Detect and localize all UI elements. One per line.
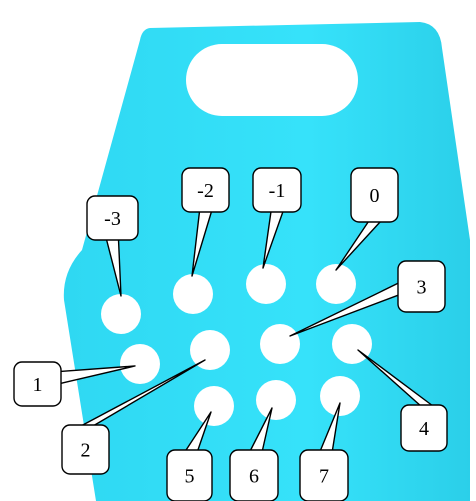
hole-p6	[256, 380, 296, 420]
callout-label: -1	[269, 180, 286, 202]
handle-slot	[186, 44, 358, 116]
hole-m1	[246, 264, 286, 304]
callout-label: 6	[249, 466, 259, 488]
hole-p1	[120, 344, 160, 384]
callout-label: 0	[370, 185, 380, 207]
hole-p7	[320, 376, 360, 416]
callout-label: 5	[185, 466, 195, 488]
hole-m2	[173, 274, 213, 314]
callout-label: -2	[197, 180, 214, 202]
callout-label: -3	[104, 208, 121, 230]
hole-p3	[260, 324, 300, 364]
hole-m3	[101, 294, 141, 334]
hole-p5	[194, 386, 234, 426]
callout-label: 1	[33, 374, 43, 396]
callout-label: 2	[81, 440, 91, 462]
callout-label: 4	[419, 418, 429, 440]
callout-label: 3	[417, 277, 427, 299]
callout-label: 7	[319, 466, 329, 488]
